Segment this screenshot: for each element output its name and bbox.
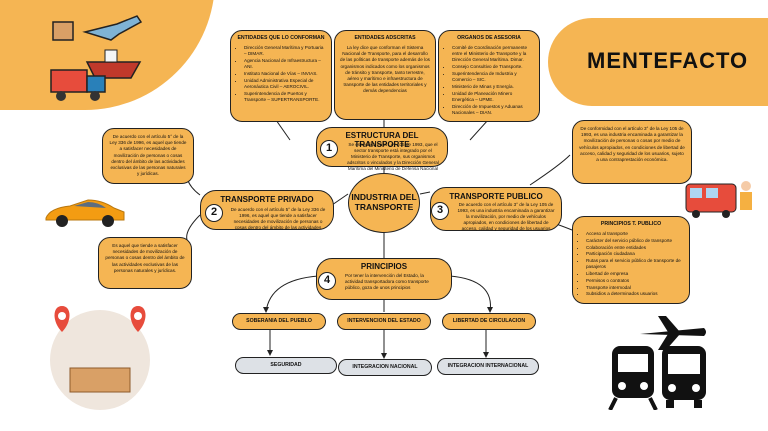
number-badge-4: 4: [318, 272, 336, 290]
center-line-2: TRANSPORTE: [354, 202, 414, 212]
train-icon: [608, 346, 658, 410]
integracion-nacional-box: INTEGRACION NACIONAL: [338, 359, 432, 376]
number-badge-2: 2: [205, 204, 223, 222]
integracion-internacional-box: INTEGRACION INTERNACIONAL: [437, 358, 539, 375]
principios-text: Por tener la intervención del Estado, la…: [345, 273, 429, 290]
estructura-title: ESTRUCTURA DEL TRANSPORTE: [345, 131, 419, 149]
entidades-adscritas-title: ENTIDADES ADSCRITAS: [354, 35, 416, 41]
organos-asesoria-box: ORGANOS DE ASESORIA Comité de Coordinaci…: [438, 30, 540, 122]
principios-pill: PRINCIPIOS Por tener la intervención del…: [316, 258, 452, 300]
organos-asesoria-title: ORGANOS DE ASESORIA: [457, 35, 521, 41]
libertad-box: LIBERTAD DE CIRCULACION: [442, 313, 536, 330]
bus-stop-icon: [685, 181, 752, 218]
entidades-conforman-box: ENTIDADES QUE LO CONFORMAN Dirección Gen…: [230, 30, 332, 122]
principios-title: PRINCIPIOS: [360, 262, 408, 271]
principio-item: Libertad de empresa: [586, 271, 684, 277]
brand-title: MENTEFACTO: [587, 48, 749, 73]
note-left-top: De acuerdo con el artículo 5° de la Ley …: [102, 128, 194, 184]
estructura-pill: ESTRUCTURA DEL TRANSPORTE Se especifica …: [316, 127, 448, 171]
sports-car-icon: [45, 199, 125, 227]
note-right-top: De conformidad con el artículo 3° de la …: [572, 120, 692, 184]
number-badge-1: 1: [320, 140, 338, 158]
privado-text: De acuerdo con el artículo 5° de la Ley …: [230, 207, 326, 230]
center-line-1: INDUSTRIA DEL: [351, 192, 417, 202]
entidades-item: Instituto Nacional de Vías – INVIAS.: [244, 71, 326, 77]
entidades-item: Agencia Nacional de Infraestructura – AN…: [244, 58, 326, 70]
principio-item: Carácter del servicio público de transpo…: [586, 238, 684, 244]
publico-text: De acuerdo con el artículo 3° de la Ley …: [457, 202, 555, 231]
organos-item: Comité de Coordinación permanente entre …: [452, 45, 534, 64]
principio-item: Participación ciudadana: [586, 251, 684, 257]
soberania-box: SOBERANIA DEL PUEBLO: [232, 313, 326, 330]
number-badge-3: 3: [431, 202, 449, 220]
organos-item: Ministerio de Minas y Energía.: [452, 84, 534, 90]
privado-title: TRANSPORTE PRIVADO: [220, 195, 314, 204]
top-right-blob: [548, 18, 768, 106]
center-node: INDUSTRIA DEL TRANSPORTE: [348, 173, 420, 233]
principio-item: Subsidios a determinados usuarios: [586, 291, 684, 297]
entidades-adscritas-text: La ley dice que conforman el Sistema Nac…: [340, 45, 430, 94]
seguridad-box: SEGURIDAD: [235, 357, 337, 374]
publico-title: TRANSPORTE PUBLICO: [449, 192, 543, 201]
note-left-bottom: Es aquel que tiende a satisfacer necesid…: [98, 237, 192, 289]
bus-icon: [662, 346, 706, 408]
intervencion-box: INTERVENCION DEL ESTADO: [337, 313, 431, 330]
principio-item: Acceso al transporte: [586, 231, 684, 237]
principios-publico-box: PRINCIPIOS T. PUBLICO Acceso al transpor…: [572, 216, 690, 304]
publico-pill: TRANSPORTE PUBLICO De acuerdo con el art…: [430, 187, 562, 231]
map-pins-icon: [50, 306, 150, 410]
airplane-icon: [640, 316, 706, 350]
entidades-item: Unidad Administrativa Especial de Aeroná…: [244, 78, 326, 90]
principio-item: Permisos o contratos: [586, 278, 684, 284]
entidades-item: Dirección General Marítima y Portuaria –…: [244, 45, 326, 57]
entidades-item: Superintendencia de Puertos y Transporte…: [244, 91, 326, 103]
organos-item: Superintendencia de Industria y Comercio…: [452, 71, 534, 83]
entidades-adscritas-box: ENTIDADES ADSCRITAS La ley dice que conf…: [334, 30, 436, 120]
principio-item: Colaboración entre entidades: [586, 245, 684, 251]
organos-item: Dirección de Impuestos y Aduanas Naciona…: [452, 104, 534, 116]
freight-ship-truck-icon: [50, 15, 143, 101]
organos-item: Consejo Consultivo de Transporte.: [452, 64, 534, 70]
entidades-conforman-title: ENTIDADES QUE LO CONFORMAN: [237, 35, 325, 41]
principio-item: Transporte intermodal: [586, 285, 684, 291]
principio-item: Rutas para el servicio público de transp…: [586, 258, 684, 270]
organos-item: Unidad de Planeación Minero Energética –…: [452, 91, 534, 103]
principios-publico-title: PRINCIPIOS T. PUBLICO: [600, 221, 662, 227]
estructura-text: Se especifica en la Ley 105 de 1993, que…: [347, 142, 439, 171]
